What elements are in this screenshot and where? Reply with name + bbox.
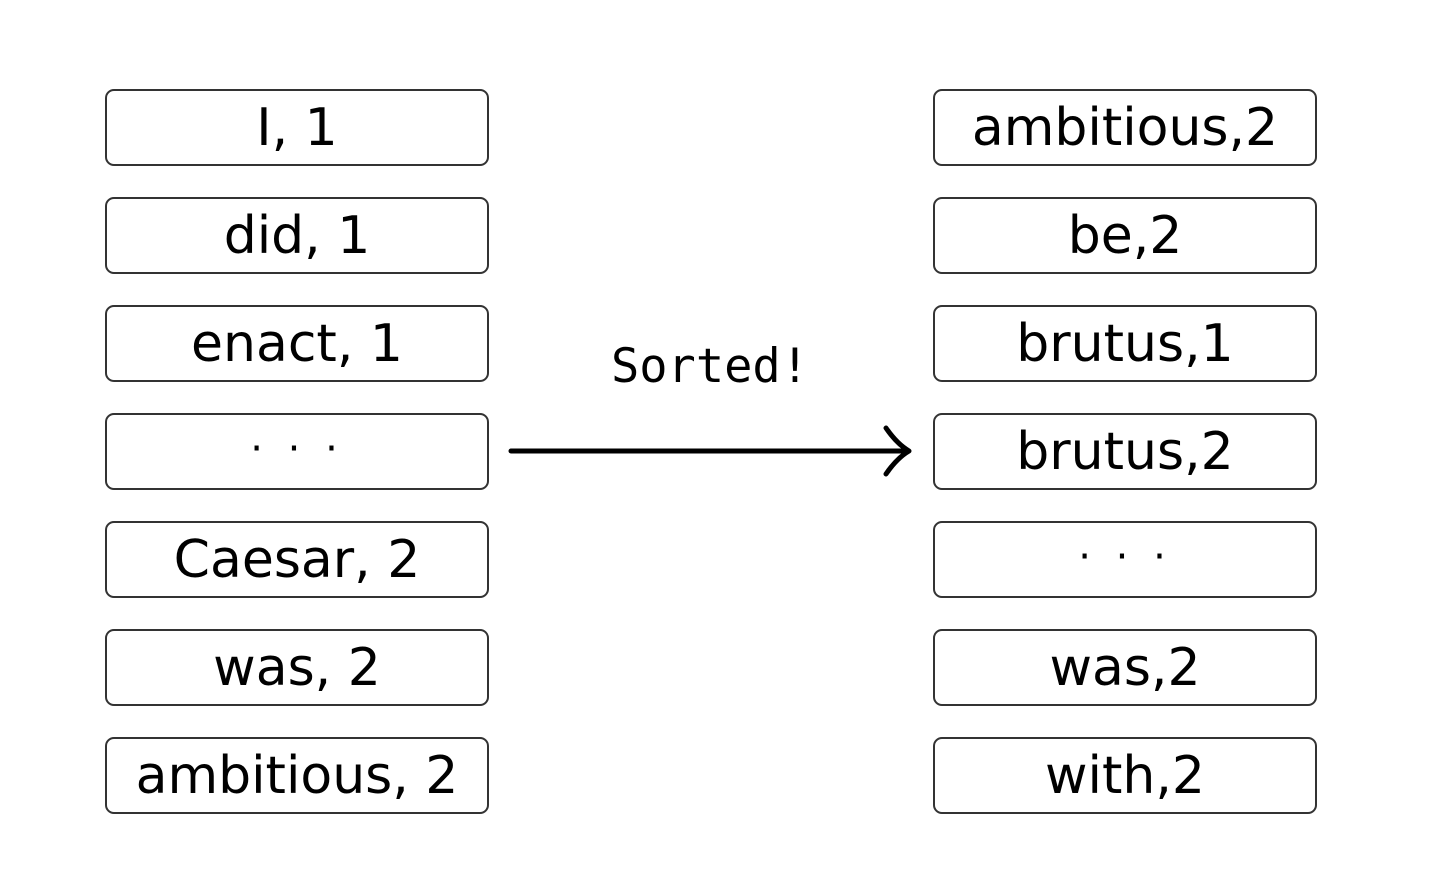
sorted-item-ellipsis: · · ·: [933, 521, 1317, 598]
right-arrow-icon: [508, 425, 912, 477]
unsorted-item: Caesar, 2: [105, 521, 489, 598]
unsorted-item: ambitious, 2: [105, 737, 489, 814]
unsorted-item-ellipsis: · · ·: [105, 413, 489, 490]
unsorted-item: was, 2: [105, 629, 489, 706]
sorted-item: ambitious,2: [933, 89, 1317, 166]
arrow-label: Sorted!: [610, 339, 810, 394]
sorted-item: be,2: [933, 197, 1317, 274]
unsorted-list: I, 1 did, 1 enact, 1 · · · Caesar, 2 was…: [105, 89, 489, 845]
unsorted-item: I, 1: [105, 89, 489, 166]
unsorted-item: enact, 1: [105, 305, 489, 382]
sorted-item: brutus,1: [933, 305, 1317, 382]
unsorted-item: did, 1: [105, 197, 489, 274]
sorted-item: brutus,2: [933, 413, 1317, 490]
sorted-item: was,2: [933, 629, 1317, 706]
arrow-head: [883, 425, 912, 477]
sorted-item: with,2: [933, 737, 1317, 814]
sorted-list: ambitious,2 be,2 brutus,1 brutus,2 · · ·…: [933, 89, 1317, 845]
